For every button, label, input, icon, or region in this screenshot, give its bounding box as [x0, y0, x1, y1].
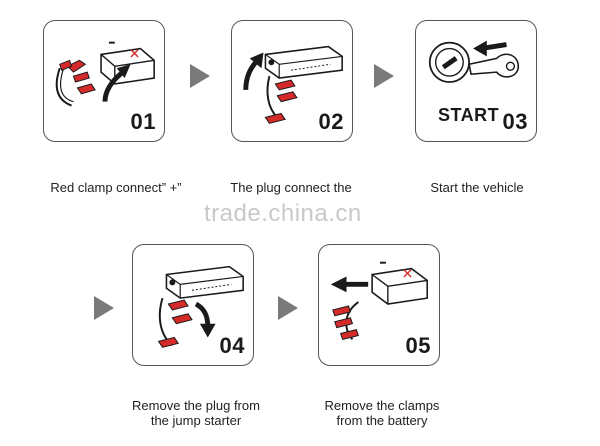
- remove-clamps-illustration: ✕: [330, 261, 428, 341]
- step-number-03: 03: [502, 109, 528, 134]
- plug-connect-illustration: [243, 45, 343, 124]
- step-caption-05-line1: Remove the clamps: [324, 398, 440, 413]
- step-caption-04-line2: the jump starter: [150, 413, 242, 428]
- step-number-04: 04: [219, 333, 245, 358]
- step-number-02: 02: [318, 109, 344, 134]
- step-caption-05: Remove the clamps from the battery: [304, 398, 460, 428]
- step-panel-05: ✕ 05: [318, 244, 440, 366]
- step-number-05: 05: [405, 333, 431, 358]
- step-caption-01: Red clamp connect” +”: [50, 180, 182, 195]
- next-arrow-3: [94, 296, 114, 320]
- step-panel-01: ✕ 01: [43, 20, 165, 142]
- step-caption-03: Start the vehicle: [430, 180, 524, 195]
- svg-text:✕: ✕: [402, 266, 414, 281]
- ignition-key-illustration: [428, 40, 520, 83]
- next-arrow-1: [190, 64, 210, 88]
- step-panel-02: 02: [231, 20, 353, 142]
- step-caption-04-line1: Remove the plug from: [132, 398, 260, 413]
- svg-text:✕: ✕: [129, 46, 141, 61]
- start-label: START: [438, 105, 500, 125]
- step-caption-02: The plug connect the: [230, 180, 352, 195]
- step-panel-03: START 03: [415, 20, 537, 142]
- battery-red-clamp-illustration: ✕: [55, 41, 155, 107]
- step-panel-04: 04: [132, 244, 254, 366]
- next-arrow-2: [374, 64, 394, 88]
- step-caption-05-line2: from the battery: [336, 413, 428, 428]
- watermark: trade.china.cn: [204, 200, 362, 227]
- step-number-01: 01: [130, 109, 156, 134]
- remove-plug-illustration: [157, 265, 244, 348]
- step-caption-04: Remove the plug from the jump starter: [118, 398, 274, 428]
- next-arrow-4: [278, 296, 298, 320]
